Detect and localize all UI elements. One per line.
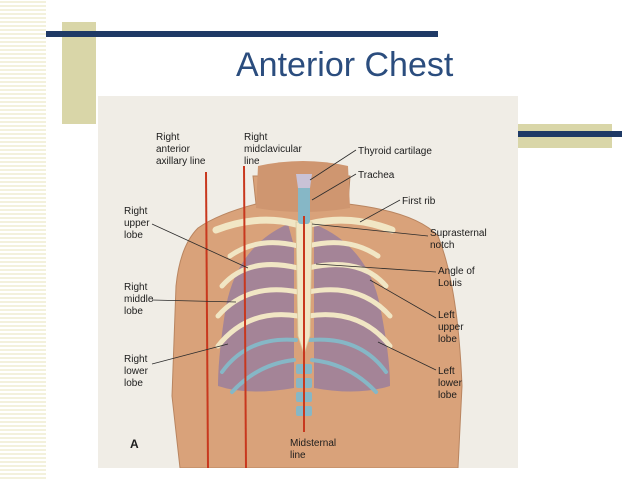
label-left-upper-lobe: Left upper lobe [438,310,466,345]
panel-letter: A [130,437,139,451]
title-rule [46,31,438,37]
label-trachea: Trachea [358,170,395,181]
leader-lines [151,149,437,371]
label-thyroid-cartilage: Thyroid cartilage [358,146,432,157]
right-anterior-axillary-line [205,171,209,468]
label-right-upper-lobe: Right upper lobe [124,206,152,241]
label-suprasternal-notch: Suprasternal notch [430,228,489,251]
thyroid-cartilage [296,174,312,188]
decorative-accent-block [62,22,96,124]
label-right-middle-lobe: Right middle lobe [124,282,156,317]
right-midclavicular-line [243,165,247,468]
label-right-anterior-axillary-line: Right anterior axillary line [156,132,206,167]
label-midsternal-line: Midsternal line [290,438,339,461]
label-right-midclavicular-line: Right midclavicular line [244,132,305,167]
trachea [298,182,310,224]
label-first-rib: First rib [402,196,436,207]
label-left-lower-lobe: Left lower lobe [438,366,465,401]
label-right-lower-lobe: Right lower lobe [124,354,151,389]
slide-title: Anterior Chest [236,46,454,84]
right-clavicle [212,216,300,234]
decorative-stripe-bar [0,0,46,479]
decorative-rule-right [514,131,622,137]
left-clavicle [306,216,396,234]
label-angle-of-louis: Angle of Louis [438,266,477,289]
anterior-chest-diagram: Right anterior axillary line Right midcl… [98,96,518,468]
